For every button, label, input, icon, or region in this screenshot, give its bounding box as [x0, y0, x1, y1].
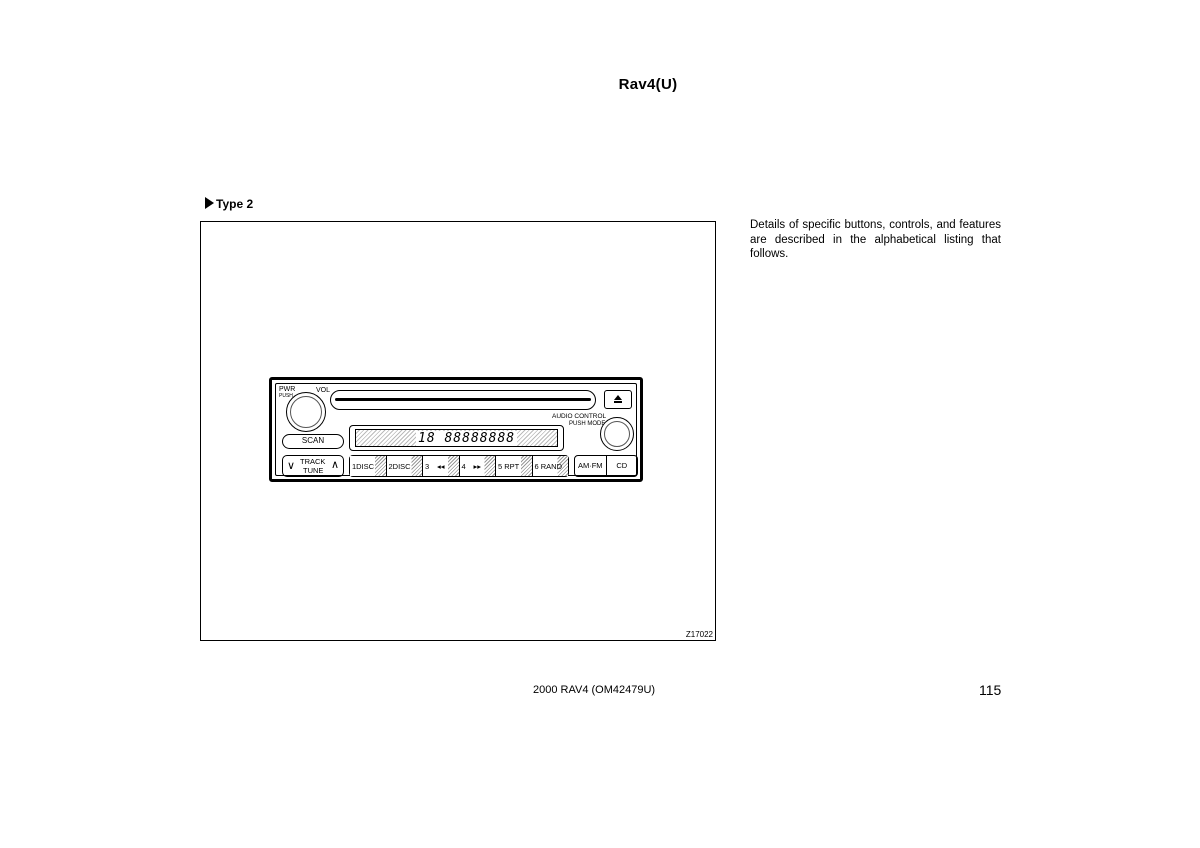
tune-label: TUNE: [303, 466, 324, 475]
volume-knob-icon: [286, 392, 326, 432]
display-digits: 18 88888888: [416, 431, 518, 446]
section-label: Type 2: [205, 197, 253, 211]
preset-buttons: 1DISC 2DISC 3◂◂ 4▸▸ 5 RPT 6 RAND: [349, 455, 569, 477]
preset-button-4: 4▸▸: [459, 456, 496, 476]
triangle-bullet-icon: [205, 197, 214, 209]
figure-id: Z17022: [685, 630, 713, 639]
preset-button-1: 1DISC: [350, 456, 387, 476]
preset-button-3: 3◂◂: [423, 456, 460, 476]
audio-control-knob-icon: [600, 417, 634, 451]
page-number: 115: [979, 682, 1002, 698]
scan-button: SCAN: [282, 434, 344, 449]
am-fm-button: AM·FM: [575, 456, 607, 476]
audio-control-label: AUDIO CONTROL: [552, 413, 607, 420]
body-paragraph: Details of specific buttons, controls, a…: [750, 219, 1001, 260]
preset-button-6: 6 RAND: [532, 456, 568, 476]
preset-button-2: 2DISC: [386, 456, 423, 476]
cd-slot: [330, 390, 596, 410]
preset-button-5: 5 RPT: [496, 456, 533, 476]
fast-forward-icon: ▸▸: [473, 462, 482, 471]
lcd-screen: 18 88888888: [355, 429, 558, 447]
radio-unit-illustration: PWR PUSH VOL AUDIO CONTROL PUSH MODE SCA…: [269, 377, 643, 482]
lcd-display: 18 88888888: [349, 425, 564, 451]
page-title: Rav4(U): [618, 76, 678, 93]
eject-button: [604, 390, 632, 409]
source-buttons: AM·FM CD: [574, 455, 638, 477]
chevron-up-icon: ∧: [331, 459, 340, 471]
footer-document-id: 2000 RAV4 (OM42479U): [533, 684, 656, 696]
push-mode-label: PUSH MODE: [569, 421, 606, 427]
track-tune-button: ∨ TRACK TUNE ∧: [282, 455, 344, 477]
cd-button: CD: [616, 461, 628, 470]
track-label: TRACK: [300, 457, 326, 466]
push-label: PUSH: [279, 393, 293, 399]
chevron-down-icon: ∨: [287, 460, 296, 472]
section-label-text: Type 2: [216, 197, 254, 211]
pwr-label: PWR: [279, 386, 296, 393]
vol-label: VOL: [316, 387, 331, 394]
figure-frame: PWR PUSH VOL AUDIO CONTROL PUSH MODE SCA…: [200, 221, 716, 641]
rewind-icon: ◂◂: [437, 462, 445, 471]
eject-icon: [614, 395, 622, 403]
